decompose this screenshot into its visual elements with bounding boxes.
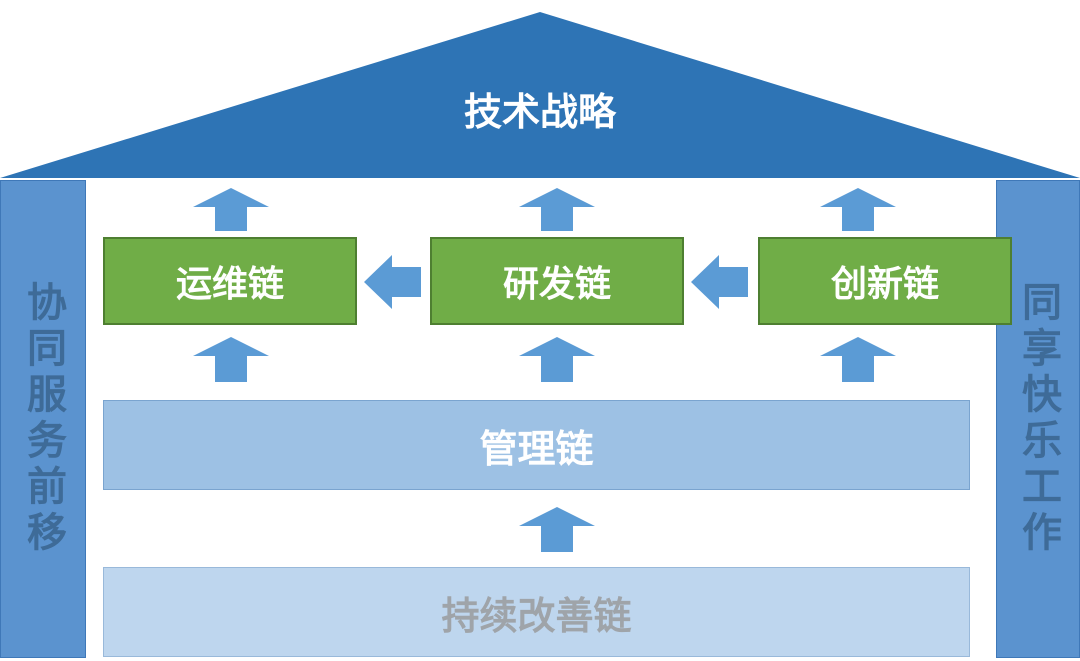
right-pillar-label: 同享快乐工作 [1015, 281, 1061, 557]
arrow-up-improvement-to-mgmt [519, 507, 595, 552]
rd-chain-box: 研发链 [430, 237, 684, 325]
continuous-improvement-band: 持续改善链 [103, 567, 970, 657]
arrow-up-mgmt-to-rd [519, 337, 595, 382]
left-pillar: 协同服务前移 [0, 180, 86, 658]
management-chain-band: 管理链 [103, 400, 970, 490]
roof [0, 12, 1080, 178]
arrow-left-rd-to-ops [364, 255, 421, 309]
roof-label: 技术战略 [463, 89, 616, 134]
arrow-up-innovation-to-roof [820, 188, 896, 231]
arrow-up-mgmt-to-ops [193, 337, 269, 382]
arrow-up-mgmt-to-innovation [820, 337, 896, 382]
ops-chain-box: 运维链 [103, 237, 357, 325]
left-pillar-label: 协同服务前移 [20, 281, 66, 557]
arrow-up-ops-to-roof [193, 188, 269, 231]
innovation-chain-box: 创新链 [758, 237, 1012, 325]
right-pillar: 同享快乐工作 [996, 180, 1080, 658]
arrow-left-innovation-to-rd [691, 255, 748, 309]
arrow-up-rd-to-roof [519, 188, 595, 231]
